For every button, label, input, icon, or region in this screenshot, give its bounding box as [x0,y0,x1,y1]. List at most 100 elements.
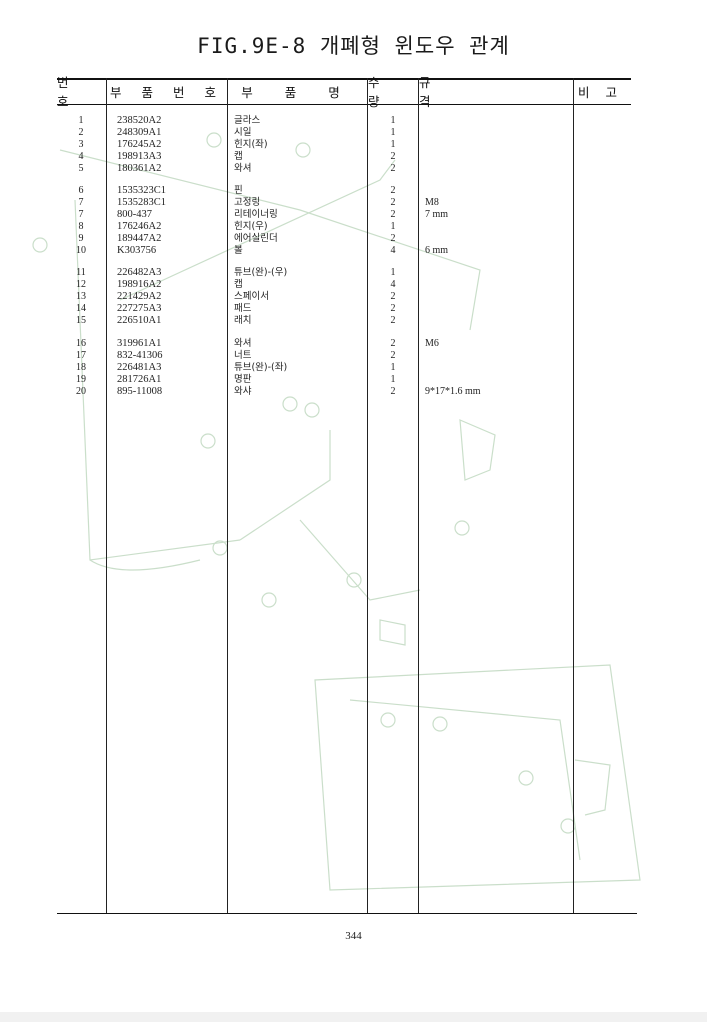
cell-part-no: 16 [76,338,86,349]
cell-part-no: 13 [76,291,86,302]
cell-part-number: 189447A2 [117,233,162,244]
scan-edge [0,1012,707,1022]
cell-spec: M6 [425,338,439,349]
cell-quantity: 2 [390,338,396,349]
cell-part-name: 시일 [234,127,252,138]
cell-part-name: 볼 [234,245,243,256]
page-number: 344 [345,930,362,942]
cell-part-no: 5 [78,163,84,174]
cell-quantity: 2 [390,386,396,397]
column-divider [418,78,419,913]
table-row: 8 176246A2 힌지(우) 1 [0,221,707,233]
cell-quantity: 2 [390,315,396,326]
cell-part-no: 6 [78,185,84,196]
cell-part-no: 14 [76,303,86,314]
cell-quantity: 2 [390,163,396,174]
cell-quantity: 4 [390,245,396,256]
cell-quantity: 1 [390,221,396,232]
cell-part-no: 20 [76,386,86,397]
cell-quantity: 2 [390,185,396,196]
cell-quantity: 1 [390,115,396,126]
cell-part-number: 227275A3 [117,303,162,314]
table-row: 10 K303756 볼 4 6 mm [0,245,707,257]
cell-quantity: 1 [390,127,396,138]
cell-part-no: 19 [76,374,86,385]
table-bottom-rule [57,913,637,914]
cell-part-no: 12 [76,279,86,290]
cell-quantity: 2 [390,303,396,314]
cell-part-no: 9 [78,233,84,244]
cell-part-name: 너트 [234,350,252,361]
cell-quantity: 1 [390,374,396,385]
cell-part-no: 10 [76,245,86,256]
table-row: 14 227275A3 패드 2 [0,303,707,315]
table-row: 1 238520A2 글라스 1 [0,115,707,127]
cell-quantity: 4 [390,279,396,290]
column-divider [227,78,228,913]
cell-part-number: 221429A2 [117,291,162,302]
cell-part-name: 캡 [234,151,243,162]
cell-spec: 7 mm [425,209,449,220]
header-no: 번 호 [57,75,77,109]
cell-part-number: K303756 [117,245,157,256]
cell-part-name: 패드 [234,303,252,314]
column-divider [106,78,107,913]
cell-part-name: 명판 [234,374,252,385]
cell-part-number: 238520A2 [117,115,162,126]
cell-part-number: 176246A2 [117,221,162,232]
cell-quantity: 2 [390,350,396,361]
cell-quantity: 1 [390,139,396,150]
cell-part-no: 2 [78,127,84,138]
cell-part-number: 180361A2 [117,163,162,174]
cell-quantity: 2 [390,209,396,220]
column-divider [367,78,368,913]
cell-part-number: 198913A3 [117,151,162,162]
cell-quantity: 2 [390,291,396,302]
cell-part-name: 리테이너링 [234,209,278,220]
table-row: 19 281726A1 명판 1 [0,374,707,386]
cell-part-no: 11 [76,267,86,278]
cell-part-number: 226481A3 [117,362,162,373]
cell-quantity: 1 [390,362,396,373]
cell-quantity: 2 [390,151,396,162]
cell-part-name: 튜브(완)-(좌) [234,362,288,373]
header-qty: 수 량 [368,75,388,109]
cell-part-no: 8 [78,221,84,232]
cell-part-name: 글라스 [234,115,261,126]
cell-quantity: 1 [390,267,396,278]
cell-part-name: 와셔 [234,163,252,174]
cell-part-name: 와셔 [234,338,252,349]
cell-part-number: 1535283C1 [117,197,167,208]
header-spec: 규 격 [419,75,481,109]
header-part-no: 부 품 번 호 [110,84,224,100]
cell-part-no: 1 [78,115,84,126]
cell-spec: M8 [425,197,439,208]
table-row: 2 248309A1 시일 1 [0,127,707,139]
table-row: 5 180361A2 와셔 2 [0,163,707,175]
cell-part-no: 3 [78,139,84,150]
cell-part-number: 281726A1 [117,374,162,385]
cell-part-name: 힌지(우) [234,221,268,232]
cell-part-number: 176245A2 [117,139,162,150]
table-top-rule [57,78,631,80]
cell-part-name: 와샤 [234,386,252,397]
header-remarks: 비 고 [578,84,623,100]
cell-part-number: 226510A1 [117,315,162,326]
cell-part-number: 248309A1 [117,127,162,138]
cell-part-name: 에어실린더 [234,233,278,244]
column-divider [573,78,574,913]
cell-part-no: 17 [76,350,86,361]
cell-spec: 9*17*1.6 mm [425,386,481,397]
cell-part-number: 226482A3 [117,267,162,278]
cell-spec: 6 mm [425,245,449,256]
